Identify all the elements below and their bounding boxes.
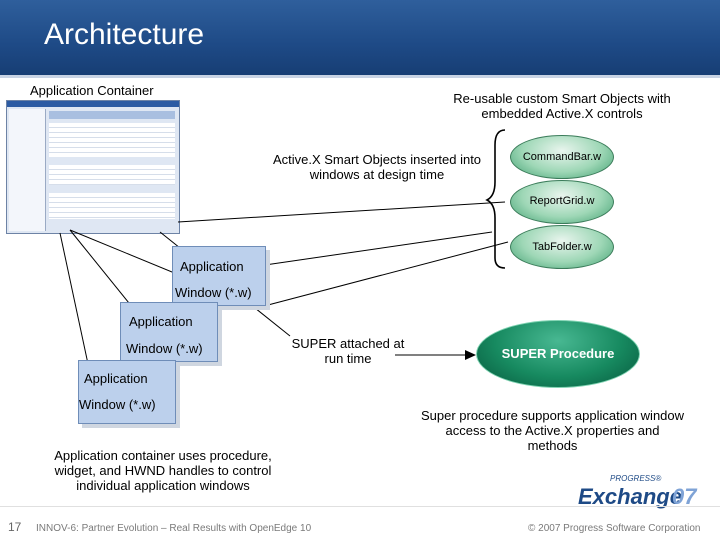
tabfolder-label: TabFolder.w (532, 241, 592, 253)
screenshot-grid (49, 123, 175, 157)
window-3-file: Window (*.w) (79, 397, 156, 412)
container-uses-label: Application container uses procedure, wi… (54, 448, 272, 493)
commandbar-label: CommandBar.w (522, 151, 602, 163)
screenshot-grid-3 (49, 193, 175, 219)
window-3-title: Application (84, 371, 148, 386)
super-supports-label: Super procedure supports application win… (420, 408, 685, 453)
window-1-file: Window (*.w) (175, 285, 252, 300)
reportgrid-label: ReportGrid.w (529, 195, 595, 207)
window-2-file: Window (*.w) (126, 341, 203, 356)
footer-divider (0, 506, 720, 507)
commandbar-oval: CommandBar.w (510, 135, 614, 179)
activex-inserted-label: Active.X Smart Objects inserted into win… (272, 152, 482, 182)
window1-to-tabfolder-line (267, 241, 509, 306)
super-attached-label: SUPER attached at run time (291, 336, 405, 366)
super-procedure-oval: SUPER Procedure (476, 320, 640, 388)
title-bar (0, 0, 720, 75)
super-procedure-label: SUPER Procedure (501, 346, 615, 361)
application-window-3: Application Window (*.w) (78, 360, 176, 424)
exchange-logo: PROGRESS® Exchange 07 (568, 472, 714, 512)
logo-year: 07 (672, 484, 697, 509)
container-to-smartobjects-line (177, 201, 506, 223)
footer-session-text: INNOV-6: Partner Evolution – Real Result… (36, 523, 312, 534)
screenshot-grid-2 (49, 165, 175, 185)
screenshot-panel-header (49, 111, 175, 119)
application-window-1: Application Window (*.w) (172, 246, 266, 306)
super-arrowhead (465, 350, 476, 360)
window1-to-smartobjects-line (264, 231, 493, 266)
logo-word: Exchange (578, 484, 682, 509)
application-window-2: Application Window (*.w) (120, 302, 218, 362)
title-divider (0, 75, 720, 78)
screenshot-titlebar (7, 101, 179, 107)
logo-brand: PROGRESS® (610, 474, 662, 483)
application-container-screenshot (6, 100, 180, 234)
slide-title: Architecture (44, 18, 205, 51)
window-2-title: Application (129, 314, 193, 329)
smart-objects-brace (485, 129, 506, 269)
window-1-title: Application (180, 259, 244, 274)
app-container-label: Application Container (30, 83, 154, 98)
tabfolder-oval: TabFolder.w (510, 225, 614, 269)
copyright-text: © 2007 Progress Software Corporation (528, 523, 701, 534)
page-number: 17 (8, 520, 22, 534)
reusable-smart-objects-label: Re-usable custom Smart Objects with embe… (453, 91, 671, 121)
screenshot-sidebar (9, 109, 46, 231)
reportgrid-oval: ReportGrid.w (510, 180, 614, 224)
